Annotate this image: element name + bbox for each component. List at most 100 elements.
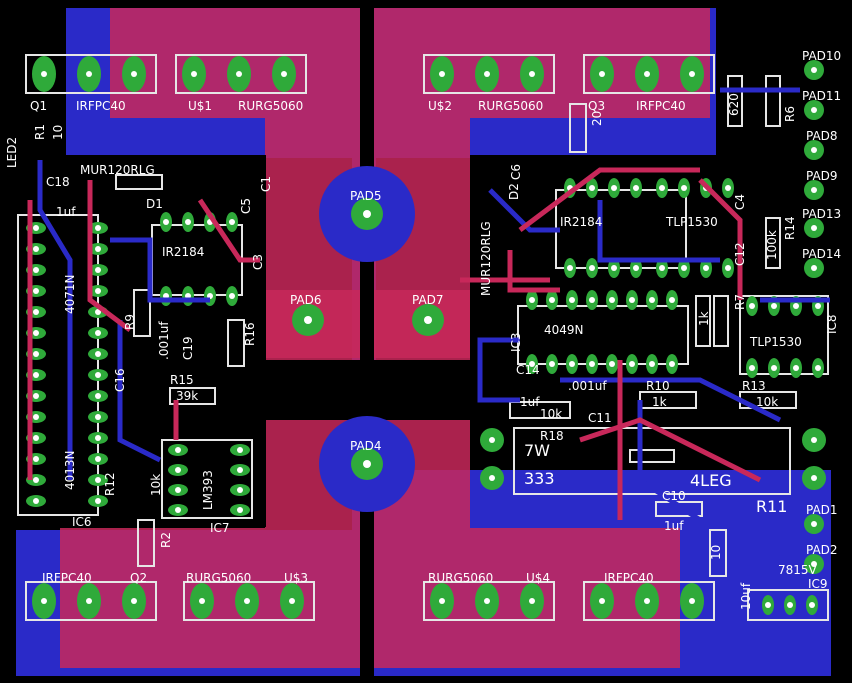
- label-r12: R12: [103, 472, 117, 496]
- ic-pin-drill: [659, 265, 665, 271]
- label-r-20: 20: [590, 111, 604, 126]
- ic-pin-drill: [569, 297, 575, 303]
- label-q4-part: IRFPC40: [604, 571, 654, 585]
- ic-pin-drill: [175, 507, 181, 513]
- ic-pin-drill: [549, 297, 555, 303]
- label-c10-val: 1uf: [664, 519, 684, 533]
- ic-pin-drill: [815, 365, 821, 371]
- power-pad-drill: [236, 71, 242, 77]
- ic-pin-drill: [649, 361, 655, 367]
- ic-pin-drill: [609, 297, 615, 303]
- label-pad2: PAD2: [806, 543, 838, 557]
- power-packages-bottom: [25, 581, 715, 621]
- label-d1: D1: [146, 197, 163, 211]
- bottom-traces: [37, 87, 830, 523]
- label-ir2184-right: IR2184: [560, 215, 602, 229]
- label-r-1k: 1k: [697, 311, 711, 326]
- label-cap-001uf-left: .001uf: [157, 321, 171, 360]
- ic-pin-drill: [669, 297, 675, 303]
- r11-pad-drill: [489, 437, 495, 443]
- ic-pin-drill: [589, 265, 595, 271]
- ic-pin-drill: [229, 219, 235, 225]
- label-us4-part: RURG5060: [428, 571, 493, 585]
- label-c4: C4: [733, 194, 747, 210]
- label-c10: C10: [662, 489, 686, 503]
- label-c14: C14: [516, 363, 540, 377]
- ic-pin-drill: [749, 365, 755, 371]
- ic-pin-drill: [33, 477, 39, 483]
- power-pad-drill: [599, 71, 605, 77]
- edge-pad-drill: [811, 147, 817, 153]
- ic-pin-drill: [95, 246, 101, 252]
- power-pad-drill: [191, 71, 197, 77]
- r11-pad-drill: [489, 475, 495, 481]
- label-4013n: 4013N: [63, 450, 77, 490]
- power-pad-drill: [644, 71, 650, 77]
- power-pad-drill: [439, 598, 445, 604]
- edge-pad-drill: [811, 561, 817, 567]
- power-pad-drill: [86, 71, 92, 77]
- label-r-10-bottom: 10: [709, 545, 723, 560]
- label-r13: R13: [742, 379, 766, 393]
- label-r15-val: 39k: [176, 389, 198, 403]
- ic-pin-drill: [95, 498, 101, 504]
- label-c11-val: .001uf: [568, 379, 607, 393]
- ic-pin-drill: [95, 372, 101, 378]
- label-r16: R16: [243, 322, 257, 346]
- label-7815v: 7815V: [778, 563, 818, 577]
- ic-pin-drill: [163, 219, 169, 225]
- label-d2: D2: [507, 183, 521, 200]
- ic-pin-drill: [175, 447, 181, 453]
- power-pad-drill: [644, 598, 650, 604]
- label-pad1: PAD1: [806, 503, 838, 517]
- ic-pin-drill: [33, 267, 39, 273]
- power-pad-drill: [599, 598, 605, 604]
- label-lm393: LM393: [201, 470, 215, 510]
- label-r1: R1: [33, 124, 47, 140]
- label-c18-val: 1uf: [56, 205, 76, 219]
- power-pad-drill: [689, 598, 695, 604]
- ic-pin-drill: [629, 297, 635, 303]
- label-r18: R18: [540, 429, 564, 443]
- label-us3-part: RURG5060: [186, 571, 251, 585]
- ic-pin-drill: [633, 265, 639, 271]
- label-r11-power: 7W: [524, 441, 550, 460]
- power-pad-drill: [41, 598, 47, 604]
- label-us4: U$4: [526, 571, 550, 585]
- ic-pin-drill: [793, 303, 799, 309]
- ic-pin-drill: [95, 435, 101, 441]
- ic-pin-drill: [33, 246, 39, 252]
- regulator-pin-drill: [809, 602, 815, 608]
- label-mur-left: MUR120RLG: [80, 163, 155, 177]
- label-r14: R14: [783, 216, 797, 240]
- label-pad5: PAD5: [350, 189, 382, 203]
- label-ic8: IC8: [825, 314, 839, 334]
- label-r15: R15: [170, 373, 194, 387]
- ic-pin-drill: [567, 265, 573, 271]
- ic-pin-drill: [725, 265, 731, 271]
- edge-pad-drill: [811, 521, 817, 527]
- ic-pin-drill: [33, 414, 39, 420]
- edge-pad-drill: [811, 107, 817, 113]
- label-r7: R7: [733, 294, 747, 310]
- label-r11-code: 333: [524, 469, 555, 488]
- top-traces: [27, 167, 762, 520]
- ic-pin-drill: [95, 309, 101, 315]
- edge-pads: [762, 60, 824, 615]
- regulator-pin-drill: [765, 602, 771, 608]
- ic-pin-drill: [229, 293, 235, 299]
- label-r10: R10: [646, 379, 670, 393]
- label-4071n: 4071N: [63, 274, 77, 314]
- power-pad-drill: [131, 71, 137, 77]
- edge-pad-drill: [811, 225, 817, 231]
- ic-pin-drill: [33, 456, 39, 462]
- ic-pin-drill: [771, 303, 777, 309]
- ic-pin-drill: [725, 185, 731, 191]
- label-pad6: PAD6: [290, 293, 322, 307]
- label-q2-part: IRFPC40: [42, 571, 92, 585]
- ic-pin-drill: [33, 288, 39, 294]
- label-pad9: PAD9: [806, 169, 838, 183]
- label-c3: C3: [251, 254, 265, 270]
- ic-pin-drill: [185, 219, 191, 225]
- r11-pad-drill: [811, 437, 817, 443]
